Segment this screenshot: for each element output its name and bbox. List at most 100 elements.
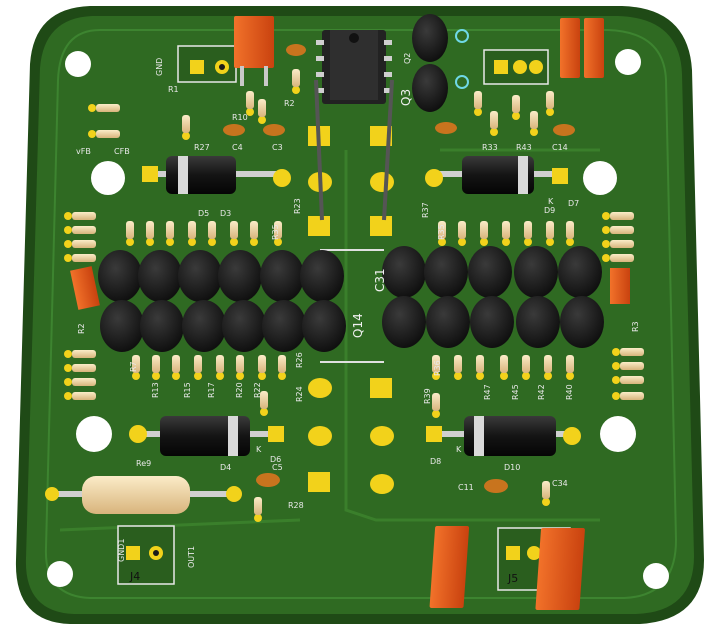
label-c5: C5 <box>272 463 283 472</box>
label-k-right: K <box>456 445 462 454</box>
diodes-bottom <box>129 416 581 456</box>
label-c34: C34 <box>552 479 568 488</box>
label-d9: D9 <box>544 206 555 215</box>
resistor-h-4 <box>602 212 634 220</box>
transistor-7 <box>424 246 468 298</box>
label-r39: R39 <box>423 388 432 404</box>
resistor-h-0 <box>64 212 96 220</box>
resistor-h-10 <box>64 378 96 386</box>
label-c31: C31 <box>373 268 387 292</box>
transistor-3 <box>218 250 262 302</box>
transistor-8 <box>468 246 512 298</box>
label-r1: R1 <box>168 85 179 94</box>
label-r37: R37 <box>421 202 430 218</box>
resistor-array <box>64 69 644 522</box>
label-d10: D10 <box>504 463 520 472</box>
orange-caps-side <box>70 266 630 310</box>
transistor-16 <box>302 300 346 352</box>
resistor-misc-50 <box>258 99 266 124</box>
label-gnd: GND <box>155 58 164 76</box>
label-c11: C11 <box>458 483 474 492</box>
transistor-15 <box>262 300 306 352</box>
resistor-bot-36 <box>194 355 202 380</box>
label-r17: R17 <box>207 382 216 398</box>
resistor-misc-51 <box>292 69 300 94</box>
resistor-bot-35 <box>172 355 180 380</box>
transistor-12 <box>140 300 184 352</box>
resistor-h-12 <box>612 348 644 356</box>
resistor-misc-49 <box>246 91 254 116</box>
resistor-misc-58 <box>254 497 262 522</box>
resistor-top-29 <box>502 221 510 246</box>
transistor-13 <box>182 300 226 352</box>
orange-caps-top <box>234 16 604 86</box>
label-r42: R42 <box>537 384 546 400</box>
resistor-bot-44 <box>500 355 508 380</box>
resistor-top-26 <box>438 221 446 246</box>
center-pads <box>308 79 394 494</box>
label-r3: R3 <box>631 321 640 332</box>
resistor-h-9 <box>64 364 96 372</box>
resistor-h-17 <box>88 130 120 138</box>
label-k-bottom: K <box>256 445 262 454</box>
resistor-bot-37 <box>216 355 224 380</box>
transistor-19 <box>470 296 514 348</box>
resistor-h-3 <box>64 254 96 262</box>
resistor-h-6 <box>602 240 634 248</box>
resistor-top-31 <box>546 221 554 246</box>
resistor-h-11 <box>64 392 96 400</box>
label-r20: R20 <box>235 382 244 398</box>
diodes-top <box>142 156 568 194</box>
board-outline-trace <box>44 29 678 599</box>
label-cfb: CFB <box>114 147 130 156</box>
transistor-2 <box>178 250 222 302</box>
label-j5: J5 <box>507 572 518 585</box>
resistor-bot-33 <box>132 355 140 380</box>
resistor-misc-53 <box>490 111 498 136</box>
resistor-top-21 <box>188 221 196 246</box>
label-r2: R2 <box>284 99 295 108</box>
resistor-h-15 <box>612 392 644 400</box>
resistor-bot-47 <box>566 355 574 380</box>
mounting-holes <box>47 49 669 589</box>
label-r35-left: R35 <box>271 224 280 240</box>
resistor-h-14 <box>612 376 644 384</box>
resistor-bot-46 <box>544 355 552 380</box>
transistor-4 <box>260 250 304 302</box>
label-r15: R15 <box>183 382 192 398</box>
resistor-misc-56 <box>546 91 554 116</box>
resistor-bot-42 <box>454 355 462 380</box>
transistor-14 <box>222 300 266 352</box>
resistor-misc-55 <box>530 111 538 136</box>
label-r23: R23 <box>293 198 302 214</box>
label-r13: R13 <box>151 382 160 398</box>
transistor-11 <box>100 300 144 352</box>
resistor-misc-59 <box>432 393 440 418</box>
dip8-ic <box>316 30 392 104</box>
resistor-misc-57 <box>260 391 268 416</box>
transistor-10 <box>558 246 602 298</box>
resistor-bot-45 <box>522 355 530 380</box>
label-r45: R45 <box>511 384 520 400</box>
resistor-h-8 <box>64 350 96 358</box>
resistor-top-22 <box>208 221 216 246</box>
resistor-misc-52 <box>474 91 482 116</box>
power-resistor-re9 <box>45 476 242 514</box>
resistor-bot-43 <box>476 355 484 380</box>
resistor-misc-60 <box>542 481 550 506</box>
label-re9: Re9 <box>136 459 151 468</box>
label-d6: D6 <box>270 455 281 464</box>
label-r10: R10 <box>232 113 248 122</box>
transistor-17 <box>382 296 426 348</box>
label-r33: R33 <box>482 143 498 152</box>
label-r28: R28 <box>288 501 304 510</box>
resistor-bot-40 <box>278 355 286 380</box>
label-q3: Q3 <box>399 89 413 106</box>
label-q14: Q14 <box>351 313 365 338</box>
label-j4: J4 <box>129 570 140 583</box>
resistor-top-24 <box>250 221 258 246</box>
label-r2-side: R2 <box>77 323 86 334</box>
resistor-top-27 <box>458 221 466 246</box>
resistor-bot-41 <box>432 355 440 380</box>
resistor-h-5 <box>602 226 634 234</box>
